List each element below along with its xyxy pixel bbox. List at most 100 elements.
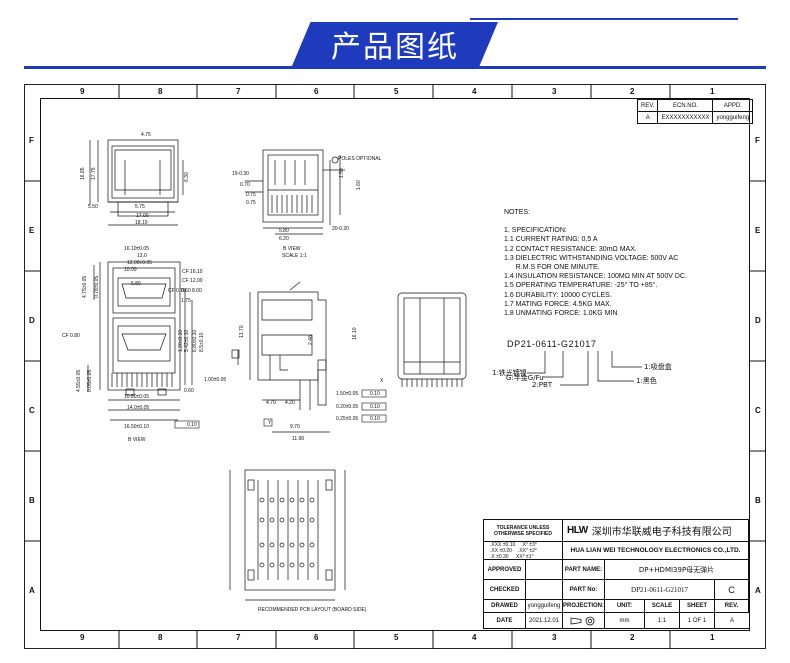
header-accent-line <box>470 18 738 20</box>
checked-label: CHECKED <box>484 580 526 600</box>
side-view-scale: SCALE 1:1 <box>282 253 307 259</box>
front-note-3: CF 0.78 <box>168 288 186 294</box>
header-divider <box>24 66 766 69</box>
dim-20-020: 20-0.20 <box>332 226 349 232</box>
dim-5-80-front: 5.80 <box>131 281 141 287</box>
company-name-en: HUA LIAN WEI TECHNOLOGY ELECTRONICS CO.,… <box>563 542 749 560</box>
rev-value-tb: A <box>729 617 734 624</box>
rev-value: A <box>636 111 659 124</box>
dim-0-60-a: 0.60 <box>181 288 191 294</box>
tolerance-frames <box>174 389 387 429</box>
front-view-dims: 16.10±0.05 13.0 12.00±0.05 10.00 5.80 4.… <box>62 246 205 443</box>
footprint-label: RECOMMENDED PCB LAYOUT (BOARD SIDE) <box>258 607 367 613</box>
part-rev-value: C <box>715 580 749 600</box>
approved-label: APPROVED <box>484 560 526 580</box>
zone-label-right: A <box>755 586 761 595</box>
drawn-label: DRAWED <box>484 600 526 613</box>
drawn-value: yongguifeng <box>526 600 563 613</box>
zone-label-bottom: 8 <box>158 633 163 642</box>
tol-2: .XX ±0.20 <box>490 548 512 554</box>
zone-label-top: 6 <box>314 87 319 96</box>
note-line: 1.4 INSULATION RESISTANCE: 100MΩ MIN AT … <box>504 273 687 281</box>
dim-0-20-sec: 0.20±0.05 <box>336 404 358 410</box>
checked-value <box>526 580 563 600</box>
pin-view-dims: 19-0.30 0.70 0.75 0.75 5.80 6.20 20-0.20… <box>232 156 382 259</box>
callout-color: 1:黑色 <box>636 377 657 385</box>
zone-label-left: E <box>29 226 35 235</box>
dim-4-20: 4.20 <box>285 400 295 406</box>
unit-label: UNIT: <box>605 600 645 613</box>
front-view <box>87 261 193 421</box>
front-note-2: CF 12.00 <box>182 278 203 284</box>
tol-6: .XX° ±1° <box>514 554 534 560</box>
dim-1-50: 1.50 <box>339 168 345 178</box>
dim-1-50-sec: 1.50±0.05 <box>336 391 358 397</box>
callout-pbt: 2:PBT <box>532 381 553 389</box>
zone-label-bottom: 6 <box>314 633 319 642</box>
page-title: 产品图纸 <box>331 30 459 65</box>
tol-4: .X° ±3° <box>521 542 537 548</box>
dim-12-00: 12.00±0.05 <box>127 260 152 266</box>
projection-symbol <box>563 613 605 628</box>
unit-value: mm <box>605 613 645 628</box>
dim-8-5: 8.5±0.10 <box>199 332 205 352</box>
top-view <box>89 139 184 226</box>
zone-label-left: D <box>29 316 35 325</box>
dim-5-75: 5.75 <box>135 204 145 210</box>
dim-4-55: 4.55±0.05 <box>76 370 82 392</box>
dim-0-10-front: 0.10 <box>187 422 197 428</box>
dim-4-75: 4.75±0.05 <box>82 276 88 298</box>
dim-10-00: 10.00 <box>124 267 137 273</box>
dim-19-030: 19-0.30 <box>232 171 249 177</box>
callout-package: 1:吸盘盒 <box>644 363 672 371</box>
dim-6-30: 6.30 <box>184 172 190 182</box>
dim-1-60: 1.60 <box>356 180 362 190</box>
zone-label-left: B <box>29 496 35 505</box>
zone-label-left: A <box>29 586 35 595</box>
notes-heading: NOTES: <box>504 209 531 216</box>
tol-0-10-c: 0.10 <box>370 416 380 422</box>
dim-0-60-b: 0.60 <box>184 388 194 394</box>
note-line: 1.6 DURABILITY: 10000 CYCLES. <box>504 291 612 299</box>
notes-block: NOTES: 1. SPECIFICATION: 1.1 CURRENT RAT… <box>504 208 687 318</box>
dim-1-00: 1.00±0.05 <box>204 377 226 383</box>
scale-label: SCALE <box>645 600 680 613</box>
dim-0-75-b: 0.75 <box>246 200 256 206</box>
part-no-label: PART No: <box>563 580 605 600</box>
tol-1: .XXX ±0.10 <box>490 542 516 548</box>
dim-16-50: 16.50±0.10 <box>124 424 149 430</box>
zone-label-bottom: 3 <box>552 633 557 642</box>
sheet-label: SHEET <box>680 600 715 613</box>
dim-11-90: 11.90 <box>292 436 304 442</box>
note-line: 1.3 DIELECTRIC WITHSTANDING VOLTAGE: 500… <box>504 254 679 262</box>
dim-13-70: 13.70 <box>239 325 245 338</box>
callout-gold: G:半金G/Fu <box>506 374 544 382</box>
note-line: 1.5 OPERATING TEMPERATURE: -25° TO +85°. <box>504 282 658 290</box>
dim-5-50: 5.50 <box>88 204 98 210</box>
dim-9-70: 9.70 <box>290 424 300 430</box>
zone-label-right: C <box>755 406 761 415</box>
zone-label-bottom: 5 <box>394 633 399 642</box>
zone-label-left: F <box>29 136 34 145</box>
dim-5-80: 5.80 <box>279 228 289 234</box>
zone-label-top: 8 <box>158 87 163 96</box>
dim-10-80: 10.80±0.05 <box>124 394 149 400</box>
dim-13-0: 13.0 <box>137 253 147 259</box>
front-note-4: CF 0.80 <box>62 333 80 339</box>
note-line: R.M.S FOR ONE MINUTE. <box>504 264 600 272</box>
sheet-value: 1 OF 1 <box>680 613 715 628</box>
tolerance-values: .XXX ±0.10.X° ±3° .XX ±0.20.XX° ±2° .X ±… <box>484 542 563 560</box>
section-view <box>231 281 330 433</box>
zone-label-top: 7 <box>236 87 241 96</box>
dim-6-80: 6.80±0.10 <box>192 330 198 352</box>
note-line: 1.7 MATING FORCE: 4.5KG MAX. <box>504 300 612 308</box>
scale-value: 1:1 <box>645 613 680 628</box>
rev-label: REV. <box>715 600 749 613</box>
dim-0-05: 0.05±0.05 <box>87 370 93 392</box>
note-line: 1.1 CURRENT RATING: 0.5 A <box>504 236 598 244</box>
zone-label-top: 5 <box>394 87 399 96</box>
part-no-value: DP21-0611-G21017 <box>605 580 715 600</box>
zone-label-top: 9 <box>80 87 85 96</box>
callout-plating: 1:铁光镀镍 <box>492 369 527 377</box>
